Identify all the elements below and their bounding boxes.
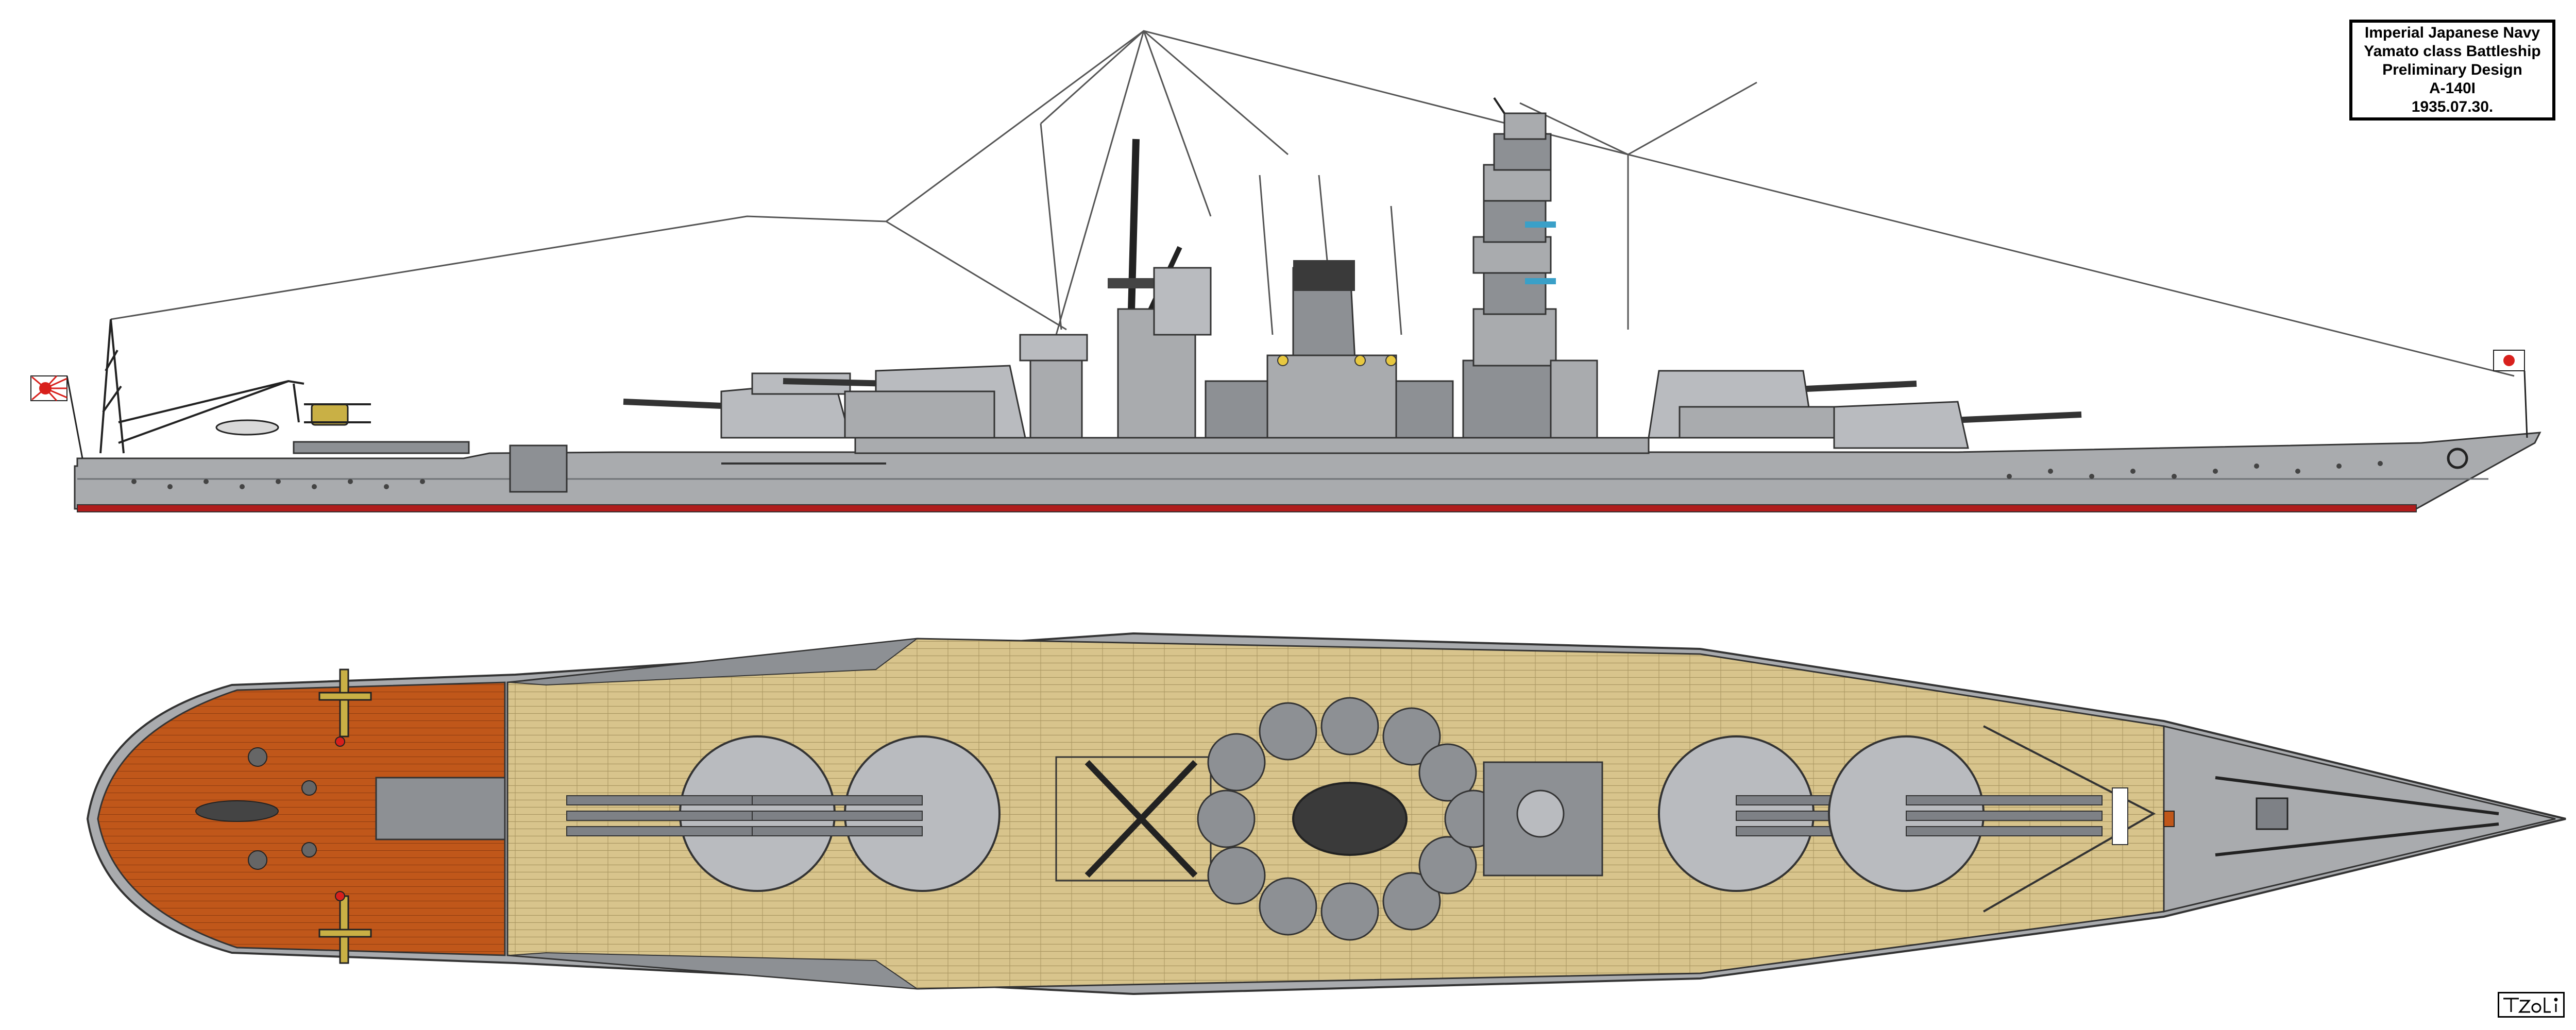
aft-main-turret-side bbox=[623, 372, 851, 439]
rigging-lines bbox=[110, 30, 2515, 377]
seaplane-icon bbox=[215, 403, 371, 436]
title-class: Yamato class Battleship bbox=[2364, 43, 2541, 60]
stern-crane bbox=[99, 319, 304, 454]
boot-topping bbox=[77, 504, 2417, 512]
aft-superfiring-turret-side bbox=[783, 365, 1026, 439]
bow-fittings bbox=[2215, 776, 2499, 856]
funnel bbox=[1266, 260, 1397, 439]
fore-main-turret-side bbox=[1833, 401, 2082, 449]
aft-superfiring-turret-plan bbox=[752, 735, 1001, 892]
signature-icon bbox=[2498, 992, 2565, 1018]
rising-sun-ensign-icon bbox=[30, 375, 83, 459]
bridge-plan bbox=[1483, 761, 1603, 877]
seaplane-icon bbox=[318, 668, 372, 964]
side-profile bbox=[30, 30, 2541, 512]
hull-portholes bbox=[131, 461, 2383, 489]
funnel-plan bbox=[1292, 782, 1408, 856]
pagoda-foremast bbox=[1462, 97, 1598, 439]
title-block: Imperial Japanese Navy Yamato class Batt… bbox=[2349, 20, 2555, 121]
title-designation: A-140I bbox=[2429, 80, 2476, 97]
title-date: 1935.07.30. bbox=[2411, 98, 2494, 115]
mainmast-plan bbox=[1084, 760, 1198, 878]
stern-deck-fittings bbox=[195, 736, 345, 901]
secondary-battery-cluster bbox=[1197, 697, 1503, 941]
fore-main-turret-plan bbox=[1828, 735, 2103, 892]
forecastle bbox=[2163, 725, 2556, 913]
plan-view bbox=[86, 632, 2566, 995]
title-design: Preliminary Design bbox=[2382, 61, 2522, 78]
fore-superfiring-turret-side bbox=[1648, 370, 1917, 439]
hinomaru-jack-icon bbox=[2493, 350, 2528, 438]
title-navy: Imperial Japanese Navy bbox=[2364, 24, 2540, 41]
mainmast bbox=[1108, 139, 1212, 439]
